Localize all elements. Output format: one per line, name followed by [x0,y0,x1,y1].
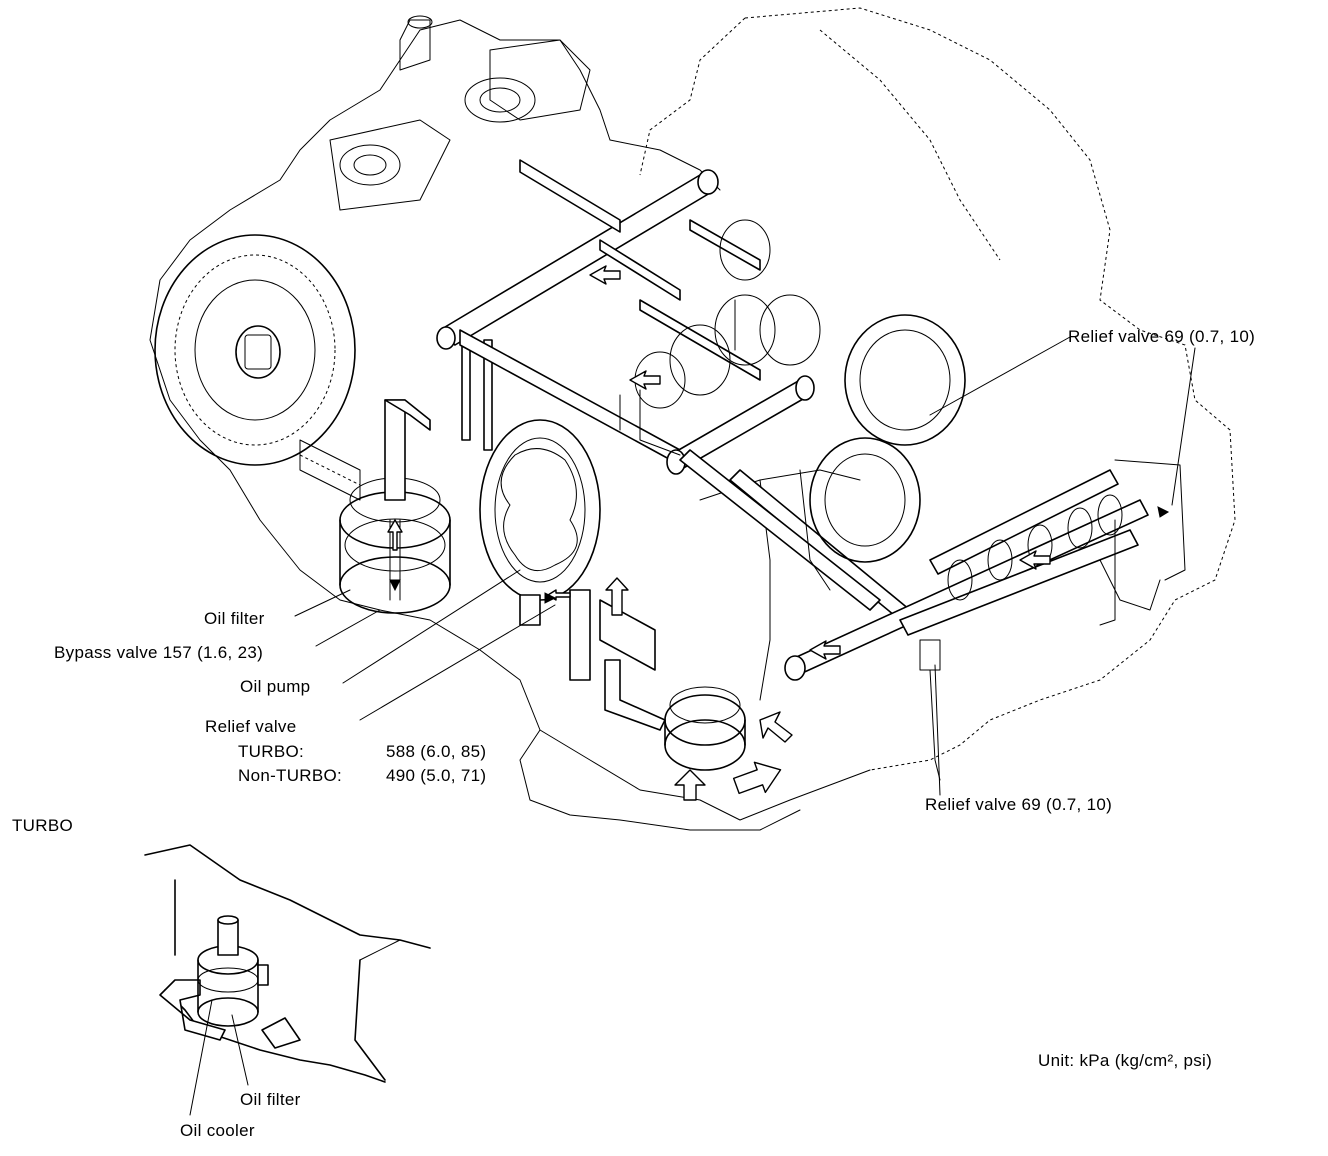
non-turbo-pressure-value: 490 (5.0, 71) [386,766,487,785]
cam-lobes [619,219,821,456]
turbo-inset-title: TURBO [12,816,73,835]
relief-valve-lower-label: Relief valve 69 (0.7, 10) [925,795,1113,814]
engine-block-outline [149,7,1236,831]
right-bank-drums [799,314,966,591]
relief-valve-label: Relief valve [205,717,297,736]
oil-filter-main [339,399,451,614]
cylinder-head-top [329,15,591,211]
flow-arrows-solid [389,506,1170,604]
unit-note: Unit: kPa (kg/cm², psi) [1038,1051,1213,1070]
oil-strainer [569,589,746,771]
relief-valve-upper-label: Relief valve 69 (0.7, 10) [1068,327,1256,346]
leader-lines [294,336,1196,796]
oil-pump-label: Oil pump [240,677,311,696]
turbo-pressure-value: 588 (6.0, 85) [386,742,487,761]
non-turbo-pressure-label: Non-TURBO: [238,766,343,785]
oil-pump [479,419,601,626]
bypass-valve-label: Bypass valve 157 (1.6, 23) [54,643,264,662]
right-camshaft [919,459,1186,781]
timing-pulley [154,234,361,501]
oil-filter-label: Oil filter [204,609,265,628]
turbo-pressure-label: TURBO: [238,742,305,761]
inset-oil-cooler-label: Oil cooler [180,1121,255,1140]
inset-oil-filter-label: Oil filter [240,1090,301,1109]
flow-arrows [387,265,1051,801]
oil-gallery-pipes [436,159,1149,681]
turbo-inset [144,844,431,1116]
